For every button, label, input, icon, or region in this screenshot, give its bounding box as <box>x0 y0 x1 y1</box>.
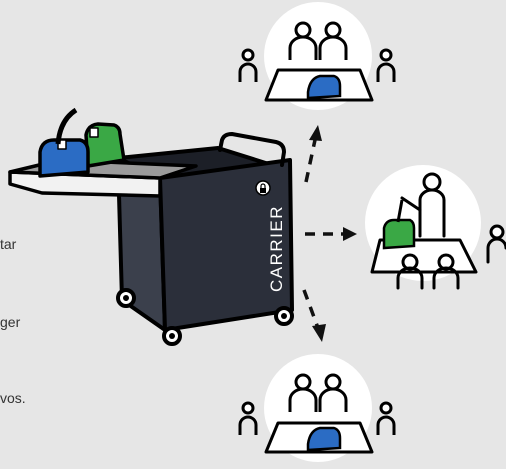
bag-blue <box>40 110 88 176</box>
text-fragment: tar <box>0 236 16 252</box>
arrow-icon <box>304 140 345 328</box>
group-scene-top <box>240 2 394 110</box>
text-fragment: ger <box>0 314 20 330</box>
text-fragment: vos. <box>0 390 26 406</box>
lock-icon <box>256 181 270 195</box>
bag-green <box>86 124 124 166</box>
group-scene-bottom <box>240 354 394 462</box>
cart-label: CARRIER <box>267 205 286 292</box>
presenter-scene <box>365 165 506 288</box>
